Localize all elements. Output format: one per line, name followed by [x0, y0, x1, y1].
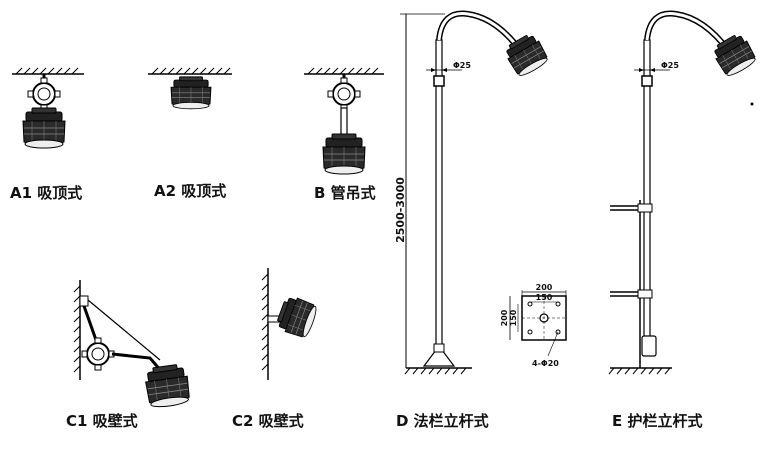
pole-height-dimension: 2500-3000: [394, 177, 407, 243]
flange-detail: 200 150 200 150 4-Φ20: [500, 283, 567, 368]
label-b: B 管吊式: [314, 184, 376, 202]
junction-box-icon: [27, 77, 61, 111]
flange-hole-spacing-v-label: 150: [509, 309, 518, 326]
label-e: E 护栏立杆式: [612, 412, 703, 430]
bolt-holes-label: 4-Φ20: [532, 359, 559, 368]
pipe-diameter-label: Φ25: [661, 61, 679, 70]
flange-width-label: 200: [536, 283, 553, 292]
flange-height-label: 200: [500, 309, 509, 326]
a2-ceiling-mount: [148, 67, 232, 110]
ceiling-hatch-icon: [148, 67, 232, 75]
light-fixture-icon: [322, 133, 366, 175]
light-fixture-icon: [143, 362, 192, 410]
junction-box-icon: [81, 337, 115, 371]
wall-hatch-icon: [261, 268, 269, 380]
label-c2: C2 吸壁式: [232, 412, 304, 430]
ceiling-hatch-icon: [12, 67, 84, 75]
c1-wall-mount: [73, 280, 192, 410]
light-fixture-icon: [170, 76, 212, 110]
wall-hatch-icon: [73, 280, 81, 380]
flange-hole-spacing-h-label: 150: [536, 293, 553, 302]
label-d: D 法栏立杆式: [396, 412, 489, 430]
label-a1: A1 吸顶式: [10, 184, 83, 202]
label-a2: A2 吸顶式: [154, 182, 227, 200]
light-fixture-icon: [22, 107, 66, 149]
ceiling-hatch-icon: [304, 67, 384, 75]
junction-box-icon: [327, 77, 361, 111]
d-flange-pole: 2500-3000 Φ25: [394, 10, 551, 375]
a1-ceiling-mount: [12, 67, 84, 149]
pipe-diameter-label: Φ25: [453, 61, 471, 70]
label-c1: C1 吸壁式: [66, 412, 138, 430]
e-guardrail-pole: Φ25: [608, 10, 759, 375]
c2-wall-mount: [261, 268, 320, 380]
b-pipe-pendant: [304, 67, 384, 175]
light-fixture-icon: [274, 293, 320, 340]
